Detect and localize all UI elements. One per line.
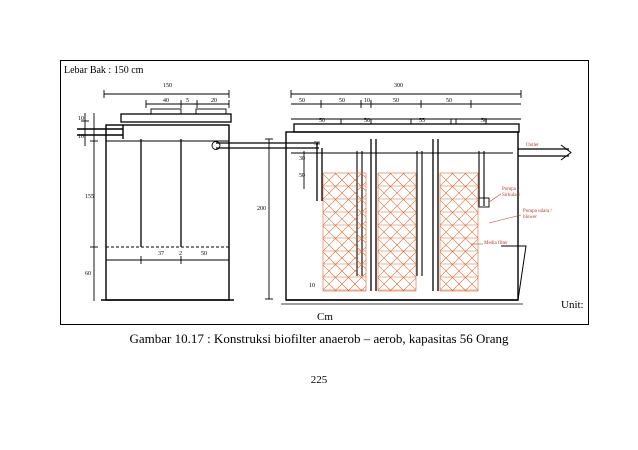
left-bottom-mid-dim: 2	[179, 251, 182, 257]
left-top-part-3: 20	[211, 98, 217, 104]
figure-frame: Lebar Bak : 150 cm 150 40 5 20 37 2 50 1…	[60, 60, 589, 325]
right-top-part-5: 50	[446, 98, 452, 104]
media-block-1	[322, 172, 367, 292]
right-inner-part-4: 50	[481, 118, 487, 124]
right-inner-part-1: 50	[319, 118, 325, 124]
right-top-part-2: 50	[339, 98, 345, 104]
left-side-c-dim: 10	[78, 116, 84, 122]
right-inner-part-3: 55	[419, 118, 425, 124]
right-height-dim: 200	[257, 206, 266, 212]
right-small-dim-4: 10	[309, 283, 315, 289]
media-filter-label: Media filter	[484, 241, 508, 246]
left-bottom-left-dim: 37	[158, 251, 164, 257]
pump-label: Pompa Sirkulasi	[502, 187, 520, 198]
construction-drawing	[77, 90, 572, 305]
right-inner-part-2: 50	[364, 118, 370, 124]
outlet-label: Outlet	[526, 143, 539, 148]
right-top-part-3: 10	[364, 98, 370, 104]
width-label: Lebar Bak : 150 cm	[64, 65, 144, 76]
right-top-total-dim: 300	[394, 83, 403, 89]
unit-value: Cm	[317, 311, 333, 323]
left-top-part-1: 40	[163, 98, 169, 104]
right-top-part-1: 50	[299, 98, 305, 104]
right-small-dim-2: 50	[299, 173, 305, 179]
unit-label: Unit:	[561, 299, 584, 311]
right-top-part-4: 50	[393, 98, 399, 104]
page-number: 225	[310, 374, 328, 386]
left-side-b-dim: 60	[85, 271, 91, 277]
left-side-a-dim: 155	[85, 194, 94, 200]
blower-label: Pompa udara / blower	[523, 209, 552, 220]
left-top-part-2: 5	[186, 98, 189, 104]
media-block-3	[439, 172, 479, 292]
left-bottom-right-dim: 50	[201, 251, 207, 257]
media-filter-blocks	[322, 172, 479, 292]
right-small-dim-3: 50	[314, 141, 320, 147]
media-block-2	[377, 172, 417, 292]
left-side-d-dim: 10	[78, 134, 84, 140]
right-small-dim-1: 30	[299, 156, 305, 162]
left-top-total-dim: 150	[163, 83, 172, 89]
figure-caption: Gambar 10.17 : Konstruksi biofilter anae…	[129, 331, 509, 346]
